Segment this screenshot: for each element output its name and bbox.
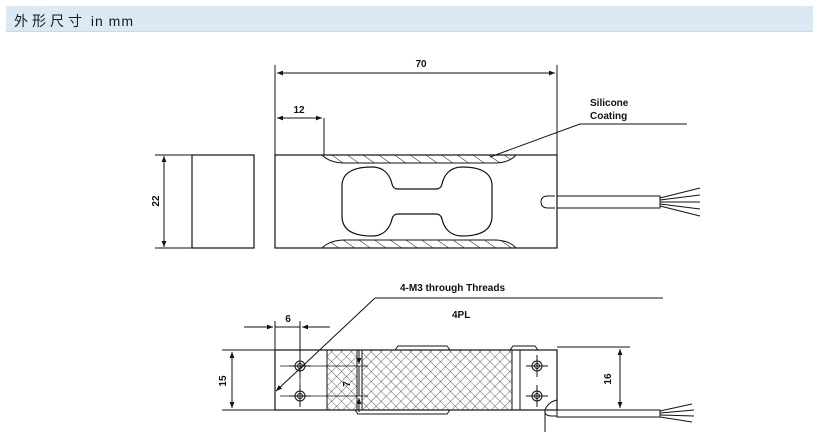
dim-label-6: 6 (285, 314, 291, 325)
section-title: 外形尺寸 in mm (14, 11, 134, 31)
coating-center-zone (362, 350, 512, 410)
side-view-block (191, 154, 255, 249)
dim-height-16: 16 (557, 346, 630, 411)
dim-hole-offset-6: 6 (244, 314, 330, 360)
dim-label-7: 7 (342, 381, 353, 387)
threads-label-line2: 4PL (452, 310, 470, 321)
dim-length-70: 70 (274, 59, 558, 155)
dim-label-15: 15 (218, 375, 229, 387)
load-cell-body (274, 154, 558, 249)
silicone-label-line1: Silicone (590, 98, 629, 109)
title-unit: in mm (90, 13, 135, 29)
bottom-pad-top-left (394, 345, 451, 351)
silicone-callout: Silicone Coating (489, 98, 687, 158)
bottom-pad-bottom (354, 409, 451, 415)
threads-label-line1: 4-M3 through Threads (400, 283, 505, 294)
title-cn: 外形尺寸 (14, 13, 86, 29)
dim-label-22: 22 (151, 195, 162, 207)
dogbone-cutout (341, 166, 493, 237)
cable-bottom (544, 399, 695, 432)
dim-label-70: 70 (415, 59, 427, 70)
dim-height-15: 15 (218, 349, 275, 411)
silicone-label-line2: Coating (590, 111, 627, 122)
dim-pad-offset-12: 12 (277, 105, 325, 155)
bottom-pad-top-right (509, 345, 539, 351)
dim-label-16: 16 (603, 373, 614, 385)
dim-label-12: 12 (293, 105, 305, 116)
dim-hole-spacing-7: 7 (280, 350, 368, 412)
dim-height-22: 22 (151, 154, 192, 249)
cable-top (540, 187, 701, 217)
threads-callout: 4-M3 through Threads 4PL (275, 283, 663, 392)
coating-left-zone (327, 350, 357, 410)
silicone-coating-bottom (320, 239, 518, 249)
hole-right-bottom (526, 385, 548, 407)
hole-right-top (526, 355, 548, 377)
silicone-coating-top (320, 154, 518, 164)
section-header: 外形尺寸 in mm (6, 6, 813, 32)
